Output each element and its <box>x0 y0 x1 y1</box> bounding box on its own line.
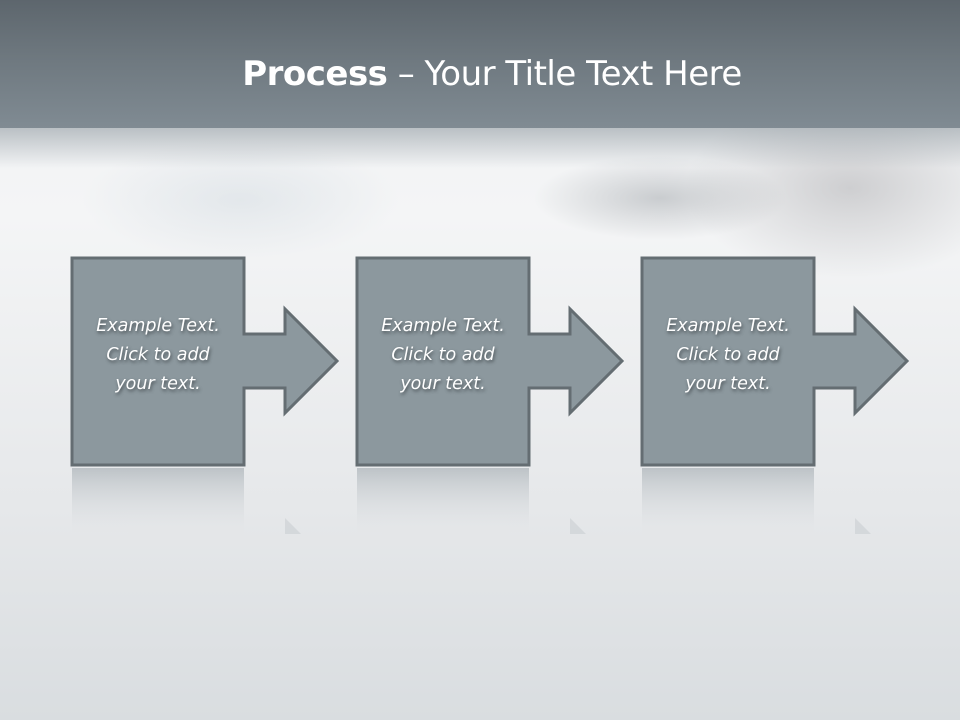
title-band <box>0 0 960 128</box>
step-text-line: Example Text. <box>381 316 505 336</box>
process-step-2[interactable]: Example Text. Click to add your text. <box>355 256 626 546</box>
process-step-3[interactable]: Example Text. Click to add your text. <box>640 256 911 546</box>
box-arrow-shape <box>640 256 910 536</box>
step-text-line: Example Text. <box>666 316 790 336</box>
step-text[interactable]: Example Text. Click to add your text. <box>641 312 815 399</box>
title-bold: Process <box>242 54 388 94</box>
step-text-line: your text. <box>685 374 771 394</box>
step-text-line: your text. <box>115 374 201 394</box>
step-text[interactable]: Example Text. Click to add your text. <box>356 312 530 399</box>
step-text-line: Click to add <box>391 345 495 365</box>
box-arrow-shape <box>355 256 625 536</box>
step-text-line: Click to add <box>676 345 780 365</box>
box-arrow-shape <box>70 256 340 536</box>
step-text-line: Example Text. <box>96 316 220 336</box>
step-text[interactable]: Example Text. Click to add your text. <box>71 312 245 399</box>
title-rest: – Your Title Text Here <box>387 54 743 94</box>
process-step-1[interactable]: Example Text. Click to add your text. <box>70 256 341 546</box>
step-text-line: Click to add <box>106 345 210 365</box>
step-text-line: your text. <box>400 374 486 394</box>
title-band-fade <box>0 128 960 168</box>
slide-title[interactable]: Process – Your Title Text Here <box>0 52 960 96</box>
